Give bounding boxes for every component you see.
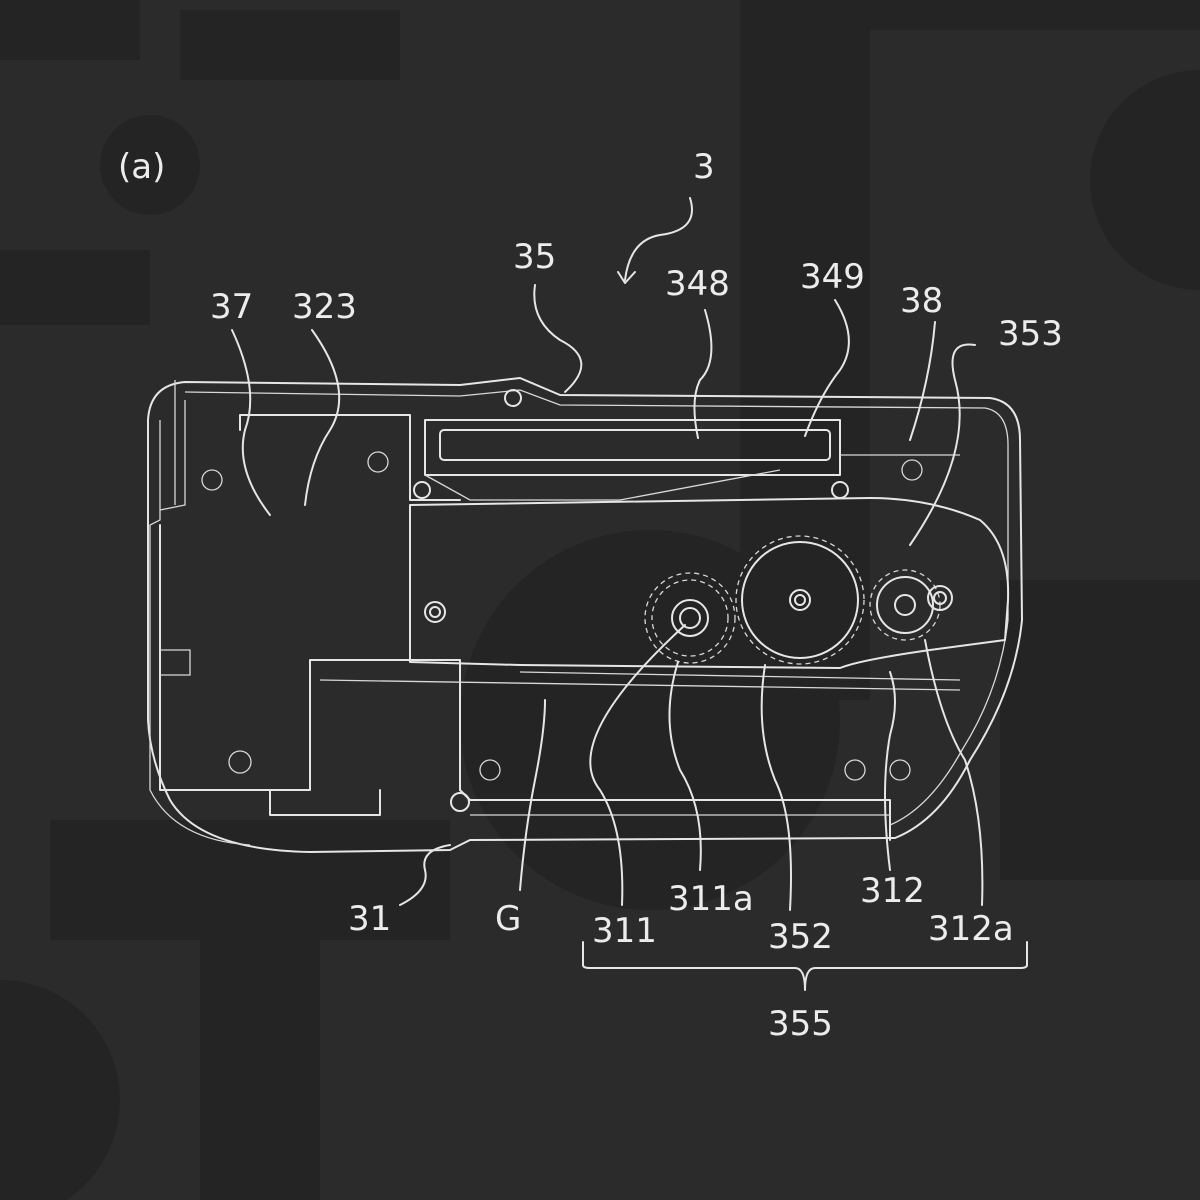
leader-lines bbox=[231, 197, 1028, 991]
housing-outline bbox=[147, 377, 1023, 853]
gear-352 bbox=[735, 535, 865, 665]
label-312: 312 bbox=[860, 871, 925, 911]
label-353: 353 bbox=[998, 314, 1063, 354]
panel-label: (a) bbox=[118, 147, 165, 187]
gear-312 bbox=[869, 569, 953, 641]
label-312a: 312a bbox=[928, 909, 1014, 949]
label-352: 352 bbox=[768, 917, 833, 957]
label-355: 355 bbox=[768, 1004, 833, 1044]
label-31: 31 bbox=[348, 899, 391, 939]
slot-348 bbox=[424, 419, 960, 501]
screw-holes bbox=[201, 389, 923, 812]
label-348: 348 bbox=[665, 264, 730, 304]
label-323: 323 bbox=[292, 287, 357, 327]
cover-plate bbox=[409, 497, 1010, 681]
label-311a: 311a bbox=[668, 879, 754, 919]
gear-311 bbox=[644, 572, 736, 664]
label-349: 349 bbox=[800, 257, 865, 297]
label-35: 35 bbox=[513, 237, 556, 277]
label-37: 37 bbox=[210, 287, 253, 327]
label-38: 38 bbox=[900, 281, 943, 321]
label-3: 3 bbox=[693, 147, 715, 187]
reference-labels: 3 35 348 349 38 353 37 323 31 G 311 311a… bbox=[210, 147, 1063, 1044]
label-g: G bbox=[495, 899, 521, 939]
label-311: 311 bbox=[592, 911, 657, 951]
